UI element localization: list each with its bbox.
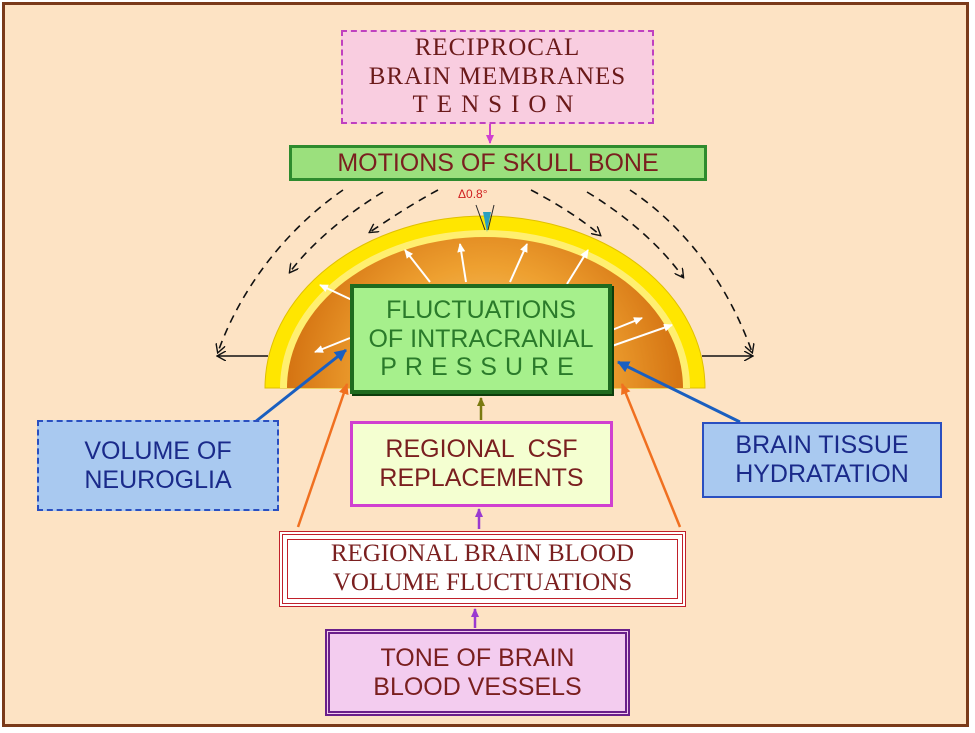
volume-line-2: NEUROGLIA	[84, 466, 231, 495]
csf-replacements-box: REGIONAL CSF REPLACEMENTS	[350, 421, 613, 507]
reciprocal-line-3: TENSION	[413, 91, 583, 120]
blood-volume-box: REGIONAL BRAIN BLOOD VOLUME FLUCTUATIONS	[279, 531, 686, 607]
reciprocal-line-2: BRAIN MEMBRANES	[369, 63, 626, 92]
tone-line-1: TONE OF BRAIN	[380, 644, 574, 673]
reciprocal-tension-box: RECIPROCAL BRAIN MEMBRANES TENSION	[341, 30, 654, 124]
arrow-blood-right-to-fluctuations	[622, 384, 680, 527]
vessel-tone-box: TONE OF BRAIN BLOOD VESSELS	[325, 629, 630, 716]
fluctuations-line-2: OF INTRACRANIAL	[368, 325, 593, 354]
angle-label: Δ0.8°	[458, 187, 488, 201]
brain-hydration-box: BRAIN TISSUE HYDRATATION	[702, 422, 942, 498]
neuroglia-volume-box: VOLUME OF NEUROGLIA	[37, 420, 279, 511]
fluctuations-line-1: FLUCTUATIONS	[386, 296, 576, 325]
skull-motion-box: MOTIONS OF SKULL BONE	[289, 145, 707, 181]
fluctuations-line-3: PRESSURE	[380, 353, 582, 382]
tone-line-2: BLOOD VESSELS	[373, 673, 581, 702]
blood-line-2: VOLUME FLUCTUATIONS	[333, 569, 632, 598]
intracranial-pressure-box: FLUCTUATIONS OF INTRACRANIAL PRESSURE	[350, 284, 612, 394]
csf-line-1: REGIONAL CSF	[385, 435, 577, 464]
csf-line-2: REPLACEMENTS	[379, 464, 583, 493]
blood-line-1: REGIONAL BRAIN BLOOD	[331, 540, 634, 569]
hydration-line-2: HYDRATATION	[735, 460, 909, 489]
arrow-blood-left-to-fluctuations	[298, 384, 347, 527]
hydration-line-1: BRAIN TISSUE	[735, 431, 908, 460]
reciprocal-line-1: RECIPROCAL	[415, 34, 581, 63]
volume-line-1: VOLUME OF	[84, 437, 231, 466]
motions-line-1: MOTIONS OF SKULL BONE	[337, 149, 658, 178]
